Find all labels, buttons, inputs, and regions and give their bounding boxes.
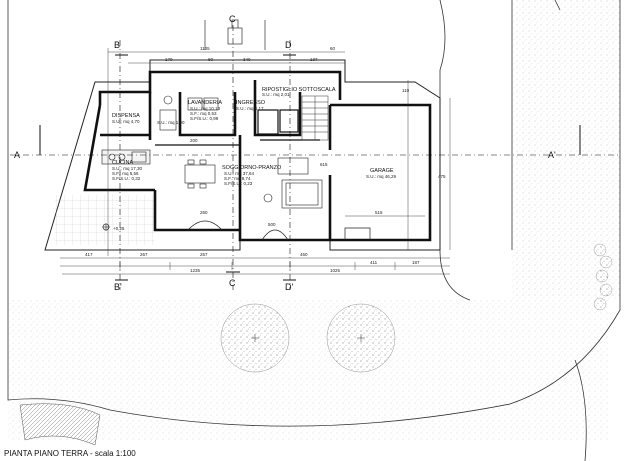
dimension-label: 137: [310, 57, 318, 62]
room-su: S.U.: mq 37,64: [224, 171, 255, 176]
dimension-label: 267: [140, 252, 148, 257]
room-dispensa: DISPENSA S.U.: mq 4,70: [112, 113, 140, 124]
living-sofa: [263, 157, 323, 209]
room-ingresso: INGRESSO S.U.: mq 4,17: [236, 100, 266, 111]
room-name: GARAGE: [370, 168, 394, 174]
room-sf: S.F.: mq 5,56: [112, 171, 139, 176]
dimension-labels-right: 475 110: [402, 88, 446, 179]
tree-right: [326, 303, 396, 373]
room-name: RIPOSTIGLIO SOTTOSCALA: [262, 87, 336, 93]
elevation-marker: [102, 223, 110, 231]
grass-area-right: [512, 0, 620, 300]
dimension-label: 260: [200, 210, 208, 215]
room-name: CUCINA: [112, 160, 133, 166]
room-su: S.U.: mq 10,13: [190, 106, 221, 111]
dimension-label: 500: [268, 222, 276, 227]
room-cucina: CUCINA S.U.: mq 17,30 S.F.: mq 5,56 S.F/…: [112, 160, 143, 181]
dimension-label: 187: [412, 260, 420, 265]
room-name: DISPENSA: [112, 113, 140, 119]
room-sfsu: S.F/S.U.: 0,99: [190, 116, 219, 121]
dimension-label: 417: [85, 252, 93, 257]
house-walls: [83, 70, 432, 242]
room-name: SOGGIORNO-PRANZO: [222, 165, 282, 171]
dimension-label: 475: [438, 174, 446, 179]
dimension-label: 257: [200, 252, 208, 257]
room-sfsu: S.F/S.U.: 0,23: [224, 181, 253, 186]
dimension-label: 60: [330, 46, 336, 51]
dining-table: [184, 159, 216, 189]
entrance-gate: [204, 19, 266, 50]
room-su: S.U.: mq 17,30: [112, 166, 143, 171]
section-d-top-label: D: [285, 40, 292, 50]
dimension-label: 615: [320, 162, 328, 167]
room-su: S.U.: mq 4,17: [236, 106, 264, 111]
section-markers: [39, 54, 581, 281]
dimension-labels-bottom: 417 267 257 450 411 187 1235 1025: [85, 252, 420, 273]
dimension-label: 1025: [330, 268, 341, 273]
tree-left: [220, 303, 290, 373]
kitchen-counter: [101, 149, 151, 165]
room-su: S.U.: mq 46,29: [366, 174, 397, 179]
room-lavanderia: LAVANDERIA S.U.: mq 10,13 S.F.: mq 0,53 …: [188, 100, 222, 121]
section-d-bottom-label: D': [285, 282, 293, 292]
section-c-bottom-label: C: [229, 278, 236, 288]
room-name: LAVANDERIA: [188, 100, 222, 106]
dimension-label: 200: [190, 138, 198, 143]
dimension-label: 450: [300, 252, 308, 257]
section-b-bottom-label: B': [114, 282, 122, 292]
dimension-label: 340: [243, 57, 251, 62]
section-c-top-label: C: [229, 14, 236, 24]
hedge-shrubs: [593, 243, 613, 311]
dimension-labels-interior: 500 515 260 200 615: [190, 138, 383, 227]
room-soggiorno: SOGGIORNO-PRANZO S.U.: mq 37,64 S.F.: mq…: [222, 165, 282, 186]
dimension-label: 1105: [200, 46, 210, 51]
room-sfsu: S.F/S.U.: 0,32: [112, 176, 141, 181]
portico-opening: [187, 220, 371, 241]
rock-bed: [19, 403, 101, 446]
dimension-label: 60: [208, 57, 214, 62]
drawing-caption: PIANTA PIANO TERRA - scala 1:100: [4, 449, 136, 458]
section-cut-lines: [10, 25, 620, 290]
section-a-right-label: A': [548, 150, 556, 160]
room-su: S.U.: mq 4,70: [112, 119, 140, 124]
room-garage: GARAGE S.U.: mq 46,29: [366, 168, 397, 179]
room-sf: S.F.: mq 8,74: [224, 176, 251, 181]
section-a-left-label: A: [14, 150, 20, 160]
elevation-label: +0,25: [113, 226, 125, 231]
room-wc: S.U.: mq 1,90: [157, 120, 185, 125]
room-sf: S.F.: mq 0,53: [190, 111, 217, 116]
tiled-patio: [55, 195, 155, 245]
grass-area-bottom: [8, 300, 608, 440]
dimension-label: 411: [370, 260, 378, 265]
dimension-label: 515: [375, 210, 383, 215]
terrace-outline: [44, 59, 441, 251]
section-b-top-label: B: [114, 40, 120, 50]
dimension-label: 170: [165, 57, 173, 62]
room-name: INGRESSO: [236, 100, 266, 106]
staircase: [301, 95, 329, 141]
room-su: S.U.: mq 2,01: [262, 92, 290, 97]
dimension-label: 1235: [190, 268, 201, 273]
dimension-labels-top: 170 60 340 137 1105 60: [165, 46, 336, 62]
dimension-label: 110: [402, 88, 410, 93]
room-ripostiglio: RIPOSTIGLIO SOTTOSCALA S.U.: mq 2,01: [262, 87, 336, 97]
laundry-fixtures: [159, 95, 219, 131]
room-su: S.U.: mq 1,90: [157, 120, 185, 125]
